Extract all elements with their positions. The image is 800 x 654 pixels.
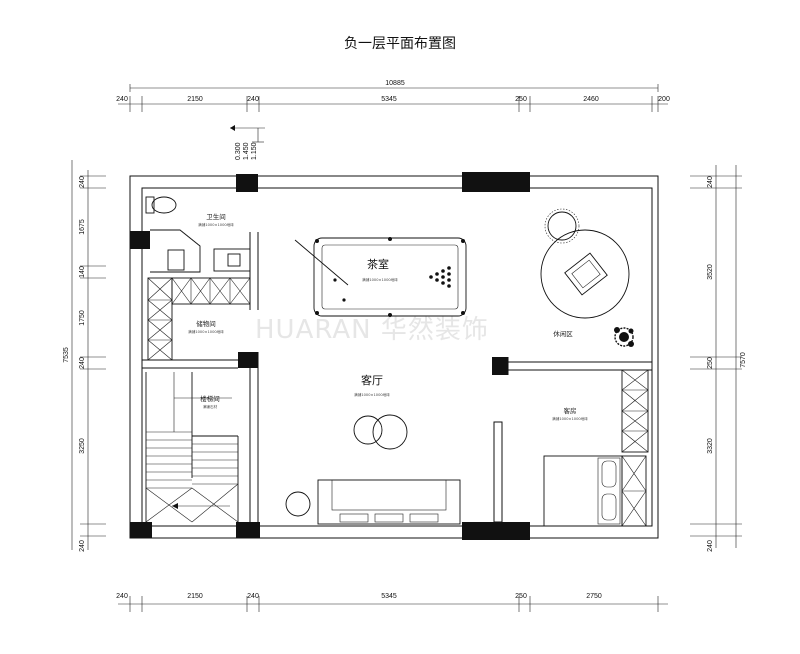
tea-room-floor-note: 满铺1000×1000地砖	[362, 277, 398, 282]
shower-tray	[167, 249, 185, 271]
top-dim-1: 240	[116, 96, 128, 103]
top-total-dim: 10885	[385, 80, 405, 87]
staircase: 楼梯间 满铺石材	[145, 372, 239, 523]
storage-floor-note: 满铺1000×1000地砖	[188, 329, 224, 334]
right-dim-1: 240	[707, 176, 714, 188]
level-2: 1.450	[243, 142, 250, 160]
bed-icon	[543, 455, 623, 527]
watermark: HUARAN 华然装饰	[255, 315, 489, 345]
left-dim-4: 1750	[79, 310, 86, 326]
bathroom-floor-note: 满铺1000×1000地砖	[198, 222, 234, 227]
wall-columns	[130, 172, 530, 540]
bottom-dim-2: 2150	[187, 593, 203, 600]
bottom-dim-6: 2750	[586, 593, 602, 600]
bottom-dim-4: 5345	[381, 593, 397, 600]
living-room: 客厅 满铺1000×1000地砖	[285, 373, 461, 525]
sink-icon	[227, 253, 241, 267]
sofa-icon	[317, 479, 461, 525]
left-total-dim: 7535	[63, 347, 70, 363]
tea-room-label: 茶室	[367, 257, 389, 271]
left-dim-5: 240	[79, 357, 86, 369]
top-dimension-chain: 10885 240 2150 240 5345 250 2460 200	[116, 80, 670, 112]
left-dim-6: 3250	[79, 438, 86, 454]
billiard-cue	[294, 239, 349, 286]
level-marker: 0.300 1.450 1.150	[230, 125, 265, 160]
right-dim-5: 240	[707, 540, 714, 552]
top-dim-4: 5345	[381, 96, 397, 103]
living-room-floor-note: 满铺1000×1000地砖	[354, 392, 390, 397]
level-1: 0.300	[235, 142, 242, 160]
shower-area	[150, 229, 201, 273]
bottom-dimension-chain: 240 2150 240 5345 250 2750	[116, 593, 668, 612]
bottom-dim-1: 240	[116, 593, 128, 600]
storage-room: 储物间 满铺1000×1000地砖	[147, 277, 251, 361]
storage-label: 储物间	[196, 319, 216, 328]
bathroom-label: 卫生间	[206, 212, 226, 221]
interior-walls	[142, 232, 652, 523]
bathroom: 卫生间 满铺1000×1000地砖	[145, 196, 251, 273]
plant-icon	[614, 327, 634, 347]
level-3: 1.150	[251, 142, 258, 160]
plan-title: 负一层平面布置图	[344, 36, 456, 52]
guest-room-label: 客房	[564, 406, 577, 415]
bottom-dim-5: 250	[515, 593, 527, 600]
stairs-label: 楼梯间	[200, 394, 220, 403]
storage-cabinet-top	[171, 277, 251, 305]
arrow-left-icon	[172, 503, 178, 509]
billiard-balls	[333, 266, 451, 302]
left-dim-3: 140	[79, 266, 86, 278]
right-dim-3: 250	[707, 357, 714, 369]
right-dimension-chain: 7570 240 3520 250 3320 240	[690, 165, 747, 552]
guest-room: 客房 满铺1000×1000地砖	[543, 369, 649, 527]
side-table-icon	[547, 211, 577, 241]
left-dim-2: 1675	[79, 219, 86, 235]
right-dim-4: 3320	[707, 438, 714, 454]
vanity-counter	[213, 248, 251, 272]
side-table-round	[285, 491, 311, 517]
stairs-floor-note: 满铺石材	[203, 404, 218, 409]
coffee-table-icon	[353, 415, 383, 445]
leisure-label: 休闲区	[553, 329, 573, 338]
right-dim-2: 3520	[707, 264, 714, 280]
outer-walls	[129, 175, 659, 539]
toilet-icon	[145, 196, 177, 214]
left-dimension-chain: 7535 240 1675 140 1750 240 3250 240	[63, 160, 106, 552]
top-dim-2: 2150	[187, 96, 203, 103]
bottom-dim-3: 240	[247, 593, 259, 600]
round-rug	[540, 229, 630, 319]
left-dim-1: 240	[79, 176, 86, 188]
top-dim-7: 200	[658, 96, 670, 103]
guest-room-floor-note: 满铺1000×1000地砖	[552, 416, 588, 421]
top-dim-6: 2460	[583, 96, 599, 103]
top-dim-3: 240	[247, 96, 259, 103]
left-dim-7: 240	[79, 540, 86, 552]
armchair-icon	[564, 252, 608, 296]
right-total-dim: 7570	[740, 352, 747, 368]
tea-room: 茶室 满铺1000×1000地砖	[294, 237, 467, 317]
storage-cabinet-left	[147, 277, 173, 361]
leisure-area: 休闲区	[540, 208, 634, 347]
top-dim-5: 250	[515, 96, 527, 103]
living-room-label: 客厅	[361, 373, 383, 387]
